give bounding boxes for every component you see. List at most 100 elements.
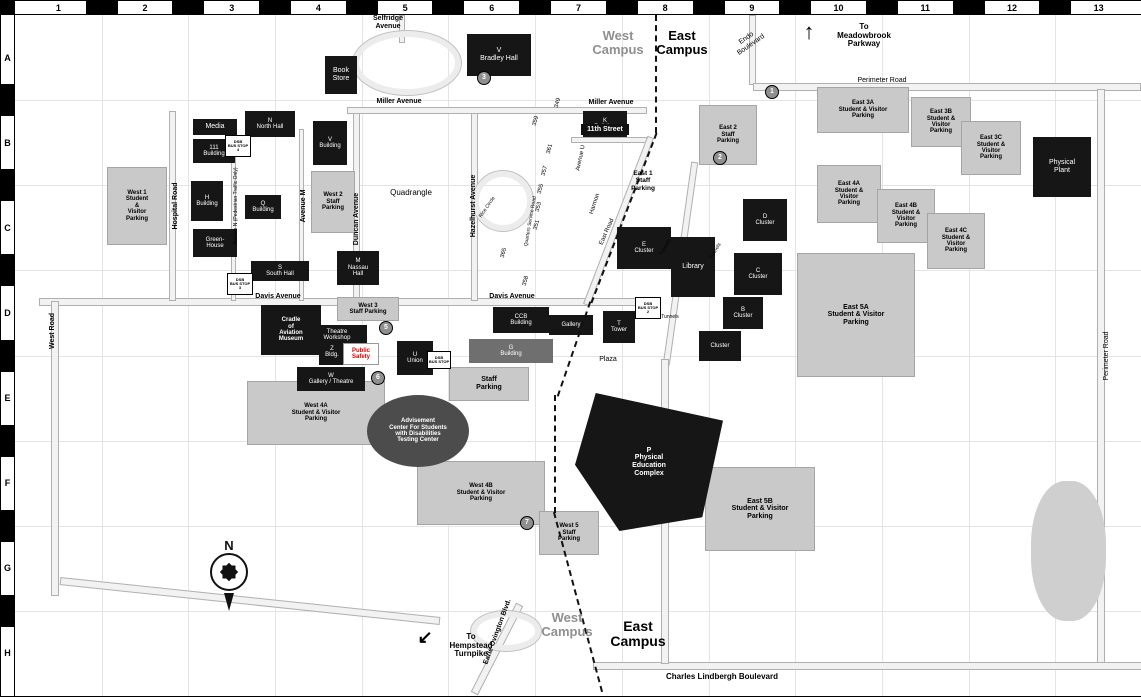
e-cluster: E Cluster [617, 227, 671, 269]
ruler-tick-block [1, 169, 14, 202]
public-safety: Public Safety [343, 343, 379, 365]
grid-row-label: A [1, 15, 15, 101]
building-359-label: 359 [531, 115, 540, 127]
west-campus-top-label: West Campus [592, 27, 644, 57]
grid-column-label: 12 [968, 1, 1056, 15]
tower-building: T Tower [603, 311, 635, 343]
west-road-road [51, 301, 59, 596]
q-building: Q Building [245, 195, 281, 219]
west-1-parking: West 1 Student & Visitor Parking [107, 167, 167, 245]
grid-column-label: 6 [448, 1, 536, 15]
to-hempstead-label: To Hempstead Turnpike [449, 632, 493, 659]
west-2-parking: West 2 Staff Parking [311, 171, 355, 233]
grid-row-label: B [1, 100, 15, 186]
west-4b-parking: West 4B Student & Visitor Parking [417, 461, 545, 525]
grid-row-label: F [1, 440, 15, 526]
grid-row-label: H [1, 610, 15, 696]
campus-loop-road [352, 30, 462, 96]
bus-stop-7: 7 [520, 516, 534, 530]
gallery-building: Gallery [549, 315, 593, 335]
charles-lindbergh-boulevard-label: Charles Lindbergh Boulevard [665, 671, 779, 681]
g-building: G Building [469, 339, 553, 363]
gridline-horizontal [15, 440, 1141, 442]
nassau-hall: M Nassau Hall [337, 251, 379, 285]
grid-column-label: 13 [1055, 1, 1141, 15]
plaza-label: Plaza [599, 356, 617, 364]
perimeter-road-top-strip [753, 83, 1141, 91]
advisement-center: Advisement Center For Students with Disa… [367, 395, 469, 467]
west-5-parking: West 5 Staff Parking [539, 511, 599, 555]
ovington-loop-road [470, 610, 542, 652]
gridline-horizontal [15, 610, 1141, 612]
book-store: Book Store [325, 56, 357, 94]
landscape-area [1031, 481, 1106, 621]
avenue-n-label: Avenue N (Pedestrian Traffic Only) [233, 167, 240, 245]
west-4a-parking: West 4A Student & Visitor Parking [247, 381, 385, 445]
ruler-tick-block [1, 594, 14, 627]
ruler-tick-block [519, 1, 552, 14]
building-355-label: 355 [536, 183, 545, 195]
west-road-label: West Road [49, 312, 57, 350]
h-building: H Building [191, 181, 223, 221]
building-361-label: 361 [545, 143, 554, 155]
east-4b-parking: East 4B Student & Visitor Parking [877, 189, 935, 243]
compass-pointer-icon [224, 593, 234, 612]
campus-boundary-dash-1 [655, 15, 657, 133]
charles-lindbergh-road [593, 662, 1141, 670]
compass-rose: N [199, 535, 259, 615]
building-365-label: 365 [499, 247, 508, 259]
ruler-tick-block [692, 1, 725, 14]
ruler-tick-block [605, 1, 638, 14]
rice-circle-road [472, 170, 534, 232]
harmon-label: Harmon [588, 192, 601, 216]
building-358-label: 358 [521, 275, 530, 287]
dsb-bus-stop-union: DSB BUS STOP [427, 351, 451, 369]
grid-column-label: 8 [621, 1, 709, 15]
ruler-tick-block [432, 1, 465, 14]
west-3-parking: West 3 Staff Parking [337, 297, 399, 321]
ruler-tick-block [1, 424, 14, 457]
grid-column-label: 3 [188, 1, 276, 15]
ruler-tick-block [172, 1, 205, 14]
quadrangle-label: Quadrangle [390, 187, 432, 197]
bradley-hall: V Bradley Hall [467, 34, 531, 76]
ruler-tick-block [865, 1, 898, 14]
c-cluster: C Cluster [734, 253, 782, 295]
east-1-parking-label: East 1 Staff Parking [631, 170, 655, 192]
east-2-parking: East 2 Staff Parking [699, 105, 757, 165]
ruler-tick-block [1, 254, 14, 287]
tunnels-label-3: Tunnels [661, 313, 679, 320]
physical-plant: Physical Plant [1033, 137, 1091, 197]
gridline-horizontal [15, 100, 1141, 102]
gridline-horizontal [15, 355, 1141, 357]
grid-column-label: 4 [275, 1, 362, 15]
bus-stop-2: 2 [713, 151, 727, 165]
miller-avenue-east-label: Miller Avenue [588, 98, 634, 106]
meadowbrook-arrow-icon: ↑ [803, 19, 815, 45]
a-cluster: Cluster [699, 331, 741, 361]
north-hall: N North Hall [245, 111, 295, 137]
b-cluster: B Cluster [723, 297, 763, 329]
ruler-tick-block [85, 1, 118, 14]
ruler-tick-block [1, 509, 14, 542]
hazelhurst-avenue-label: Hazelhurst Avenue [470, 174, 478, 238]
east-5b-parking: East 5B Student & Visitor Parking [705, 467, 815, 551]
grid-column-label: 5 [361, 1, 449, 15]
selfridge-avenue-label: Selfridge Avenue [373, 15, 403, 30]
miller-avenue-west-label: Miller Avenue [376, 97, 422, 105]
central-staff-parking: Staff Parking [449, 367, 529, 401]
ruler-tick-block [345, 1, 378, 14]
hospital-road-road [169, 111, 176, 301]
dsb-bus-stop-3: DSB BUS STOP 3 [227, 273, 253, 295]
w-gallery-theatre: W Gallery / Theatre [297, 367, 365, 391]
east-campus-bottom-label: East Campus [610, 617, 666, 649]
union-building: U Union [397, 341, 433, 375]
davis-avenue-east-label: Davis Avenue [489, 292, 535, 300]
compass-north-label: N [224, 537, 234, 553]
campus-boundary-dash-4 [554, 395, 556, 513]
endo-boulevard-road [749, 15, 756, 85]
duncan-avenue-label: Duncan Avenue [353, 192, 361, 246]
east-3c-parking: East 3C Student & Visitor Parking [961, 121, 1021, 175]
to-meadowbrook-label: To Meadowbrook Parkway [837, 22, 891, 49]
